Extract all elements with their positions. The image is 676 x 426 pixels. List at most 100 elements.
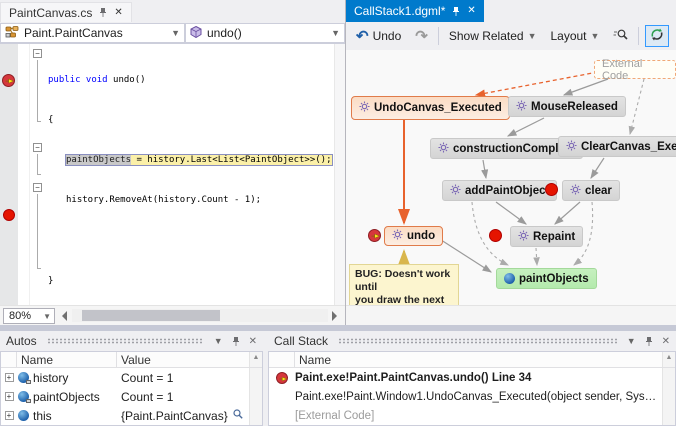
graph-node-undo[interactable]: undo (384, 226, 444, 246)
fold-line (37, 194, 41, 269)
tab-callstack-dgml[interactable]: CallStack1.dgml* ✕ (346, 0, 484, 22)
chevron-down-icon: ▼ (43, 311, 51, 321)
method-gear-icon (450, 183, 461, 198)
field-icon (504, 273, 515, 284)
close-icon[interactable]: ✕ (114, 6, 123, 18)
callstack-titlebar[interactable]: Call Stack ▼ ✕ (268, 331, 676, 351)
zoom-level-value: 80% (9, 310, 32, 322)
autos-row-paintobjects[interactable]: + paintObjects Count = 1 (1, 387, 262, 406)
undo-button[interactable]: ↶Undo (356, 27, 402, 45)
breakpoint-icon[interactable] (489, 229, 502, 242)
bug-annotation-note[interactable]: BUG: Doesn't work until you draw the nex… (349, 264, 459, 305)
code-line: public void undo() (48, 74, 146, 85)
breakpoint-icon[interactable] (545, 183, 558, 196)
horizontal-splitter[interactable] (0, 325, 676, 331)
expand-icon[interactable]: + (4, 411, 14, 420)
expand-icon[interactable]: + (4, 392, 14, 401)
window-menu-icon[interactable]: ▼ (626, 336, 636, 346)
horizontal-scrollbar[interactable] (72, 309, 328, 322)
scrollbar-thumb[interactable] (82, 310, 220, 321)
member-dropdown[interactable]: undo() ▼ (185, 23, 345, 43)
private-field-icon (18, 391, 31, 403)
redo-icon: ↷ (415, 27, 428, 45)
current-statement-breakpoint-icon[interactable] (2, 74, 15, 87)
autos-panel: Autos ▼ ✕ Name Value ▲ + (0, 331, 263, 426)
find-node-button[interactable] (609, 26, 632, 46)
callstack-row-current[interactable]: Paint.exe!Paint.PaintCanvas.undo() Line … (269, 368, 675, 387)
autos-row-this[interactable]: + this {Paint.PaintCanvas}▼ (1, 406, 262, 425)
callstack-row[interactable]: Paint.exe!Paint.Window1.UndoCanvas_Execu… (269, 387, 675, 406)
code-line (48, 235, 334, 248)
vertical-splitter[interactable] (263, 331, 268, 426)
callstack-row-external[interactable]: [External Code] (269, 406, 675, 425)
code-line: } (48, 275, 54, 286)
zoom-level-dropdown[interactable]: 80% ▼ (3, 308, 55, 324)
scroll-left-arrow[interactable] (62, 311, 67, 321)
fold-collapse-icon[interactable]: − (33, 49, 42, 58)
fold-collapse-icon[interactable]: − (33, 183, 42, 192)
breakpoint-margin[interactable] (0, 44, 18, 305)
close-icon[interactable]: ✕ (661, 335, 670, 347)
graph-node-addpaintobject[interactable]: addPaintObject (442, 180, 558, 201)
class-icon (5, 25, 19, 41)
pin-icon[interactable] (98, 7, 108, 18)
fold-collapse-icon[interactable]: − (33, 143, 42, 152)
outlining-margin: − − − (30, 44, 46, 305)
code-text[interactable]: public void undo() { paintObjects = hist… (46, 44, 334, 305)
fold-line (37, 60, 41, 122)
method-icon (190, 25, 202, 41)
pin-icon[interactable] (231, 336, 241, 347)
graph-node-clearcanvas-executed[interactable]: ClearCanvas_Executed (558, 136, 676, 157)
node-label: undo (407, 230, 436, 242)
panel-title: Call Stack (274, 334, 329, 348)
graph-node-mousereleased[interactable]: MouseReleased (508, 96, 626, 117)
code-line-highlighted: paintObjects = history.Last<List<PaintOb… (65, 154, 333, 167)
graph-node-repaint[interactable]: Repaint (510, 226, 584, 247)
node-label: External Code (602, 57, 643, 82)
redo-button[interactable]: ↷ (411, 27, 432, 46)
expand-icon[interactable]: + (4, 373, 14, 382)
pin-icon[interactable] (451, 6, 461, 17)
breakpoint-icon[interactable] (3, 209, 15, 221)
code-editor: − − − public void undo() { paintObjects … (0, 44, 345, 305)
autos-titlebar[interactable]: Autos ▼ ✕ (0, 331, 263, 351)
member-dropdown-value: undo() (207, 26, 242, 40)
graph-node-clear[interactable]: clear (562, 180, 620, 201)
window-menu-icon[interactable]: ▼ (213, 336, 223, 346)
drag-grip (338, 338, 617, 344)
graph-toolbar: ↶Undo ↷ Show Related▼ Layout▼ (346, 22, 676, 50)
close-icon[interactable]: ✕ (248, 335, 257, 347)
node-label: ClearCanvas_Executed (581, 140, 676, 153)
code-line: history.RemoveAt(history.Count - 1); (66, 195, 262, 206)
pin-icon[interactable] (644, 336, 654, 347)
layout-button[interactable]: Layout▼ (550, 29, 600, 43)
method-gear-icon (359, 101, 370, 115)
panel-scrollbar[interactable]: ▲ (662, 352, 675, 367)
editor-bottom-strip: 80% ▼ (0, 305, 345, 325)
scroll-right-arrow[interactable] (332, 311, 337, 321)
private-field-icon (18, 372, 31, 384)
column-header-name: Name (299, 352, 332, 367)
graph-node-paintobjects[interactable]: paintObjects (496, 268, 597, 289)
dgml-graph-canvas[interactable]: External Code UndoCanvas_Executed MouseR… (346, 50, 676, 305)
current-frame-icon (276, 371, 288, 384)
toolbar-separator (437, 27, 439, 45)
graph-node-external-code[interactable]: External Code (594, 57, 676, 82)
graph-node-undocanvas-executed[interactable]: UndoCanvas_Executed (351, 96, 510, 120)
method-gear-icon (518, 229, 529, 244)
autos-row-history[interactable]: + history Count = 1 (1, 368, 262, 387)
tab-paintcanvas[interactable]: PaintCanvas.cs ✕ (0, 2, 132, 22)
vertical-scrollbar[interactable] (334, 44, 345, 305)
inspect-magnifier-icon[interactable] (232, 408, 244, 423)
chevron-down-icon[interactable]: ▼ (248, 411, 249, 421)
show-related-button[interactable]: Show Related▼ (448, 29, 537, 43)
type-dropdown[interactable]: Paint.PaintCanvas ▼ (0, 23, 185, 43)
chevron-down-icon: ▼ (527, 31, 537, 41)
fold-line (37, 154, 41, 175)
method-gear-icon (570, 183, 581, 198)
close-icon[interactable]: ✕ (467, 5, 476, 16)
callstack-header: Name ▲ (269, 352, 675, 368)
auto-layout-toggle-button[interactable] (645, 25, 670, 47)
panel-scrollbar[interactable]: ▲ (249, 352, 262, 367)
